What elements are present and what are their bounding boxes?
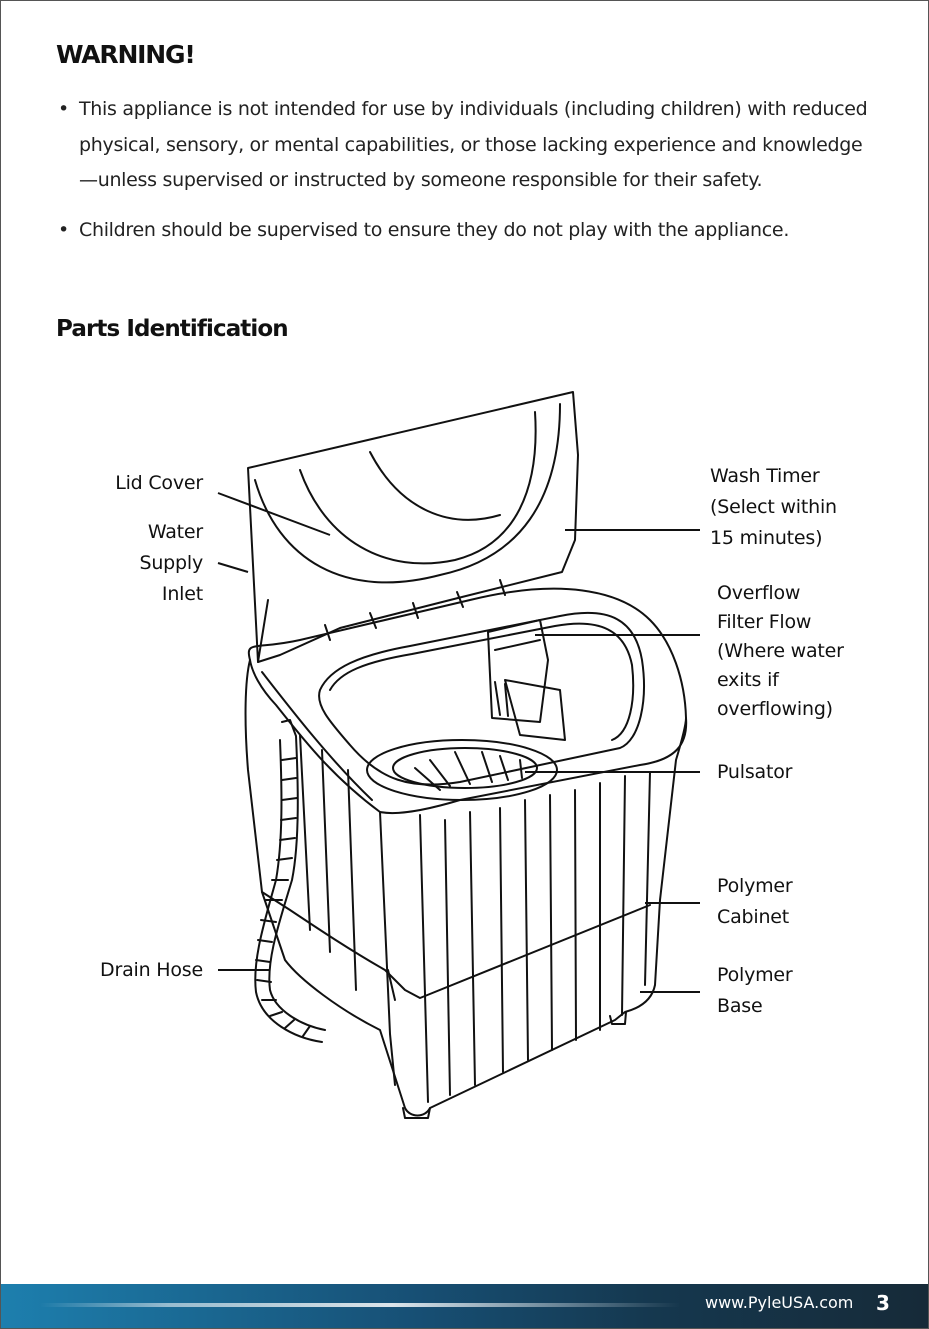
label-lid-cover: Lid Cover [115, 472, 203, 494]
footer-light-streak [40, 1303, 680, 1307]
leader-water-inlet [217, 562, 249, 573]
overflow-filter [487, 619, 549, 723]
warning-item: • This appliance is not intended for use … [58, 92, 878, 199]
bullet-dot-icon: • [58, 98, 69, 120]
warning-list: • This appliance is not intended for use … [58, 92, 878, 262]
label-polymer-cabinet: Polymer Cabinet [717, 875, 793, 928]
tub-opening [318, 611, 645, 786]
label-water-supply-inlet: Water Supply Inlet [139, 521, 203, 605]
pulsator-disc [366, 739, 558, 801]
label-pulsator: Pulsator [717, 761, 793, 783]
lid-cover-curve [254, 403, 561, 584]
leader-lid-cover [217, 492, 331, 536]
warning-text: Children should be supervised to ensure … [79, 218, 790, 241]
page-number: 3 [876, 1291, 890, 1315]
cabinet-rim [247, 587, 688, 815]
parts-heading: Parts Identification [56, 316, 289, 342]
warning-text: This appliance is not intended for use b… [79, 98, 868, 191]
label-drain-hose: Drain Hose [100, 959, 203, 981]
bullet-dot-icon: • [58, 218, 69, 241]
label-overflow-filter: Overflow Filter Flow (Where water exits … [717, 582, 844, 720]
label-polymer-base: Polymer Base [717, 964, 793, 1017]
drain-hose [268, 719, 326, 1031]
warning-item: • Children should be supervised to ensure… [58, 213, 878, 249]
machine-foot [402, 1107, 431, 1119]
warning-heading: WARNING! [56, 40, 196, 69]
washing-machine-diagram [217, 391, 700, 1119]
lid-cover-panel [247, 391, 579, 663]
cabinet-base-seam [261, 891, 651, 999]
machine-foot [609, 1011, 627, 1025]
footer-url: www.PyleUSA.com [705, 1293, 854, 1312]
cabinet-body [244, 659, 687, 1117]
label-wash-timer: Wash Timer (Select within 15 minutes) [710, 465, 837, 549]
